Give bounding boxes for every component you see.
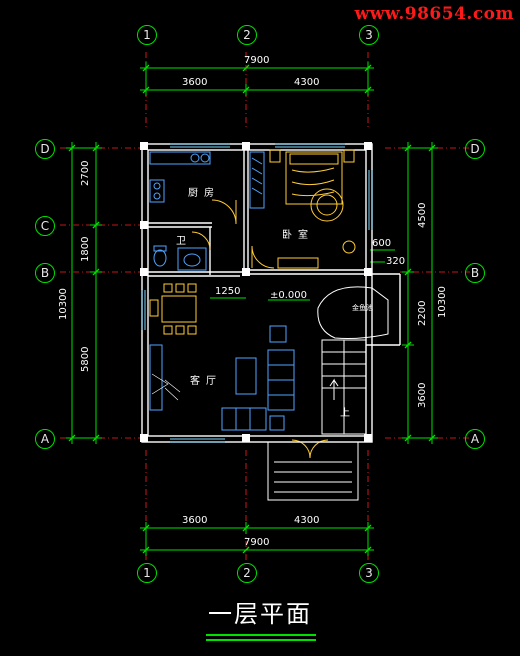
axis-bubble-top-1: 1	[137, 25, 157, 45]
dim-right-total: 10300	[437, 286, 448, 318]
windows	[141, 143, 373, 443]
columns	[140, 142, 372, 442]
dim-bottom-total: 7900	[244, 537, 270, 548]
dim-left-total: 10300	[58, 288, 69, 320]
room-kitchen: 厨房	[188, 188, 220, 199]
dim-stair-600: 600	[372, 238, 392, 249]
staircase	[321, 339, 367, 435]
axis-bubble-bottom-1: 1	[137, 563, 157, 583]
axis-bubble-right-d: D	[465, 139, 485, 159]
wardrobe	[249, 151, 265, 209]
axis-bubble-bottom-2: 2	[237, 563, 257, 583]
axis-bubble-left-a: A	[35, 429, 55, 449]
kitchen-fixtures	[149, 151, 211, 203]
living-furniture	[149, 325, 295, 431]
stair-up-label: 上	[340, 408, 356, 419]
dim-hall-1250: 1250	[215, 286, 241, 297]
dimension-lines	[66, 62, 438, 556]
axis-bubble-bottom-3: 3	[359, 563, 379, 583]
room-bathroom: 卫	[176, 236, 192, 247]
axis-bubble-left-d: D	[35, 139, 55, 159]
dimension-ticks	[68, 64, 436, 554]
tv-unit	[151, 373, 181, 401]
axis-bubble-left-b: B	[35, 263, 55, 283]
room-fish-pond: 金鱼池	[352, 304, 373, 312]
bedroom-furniture	[269, 149, 356, 269]
axis-bubble-top-2: 2	[237, 25, 257, 45]
dim-top-right: 4300	[294, 77, 320, 88]
bathroom-fixtures	[153, 245, 207, 271]
dim-top-left: 3600	[182, 77, 208, 88]
dim-stair-320: 320	[386, 256, 406, 267]
title-underline	[206, 634, 316, 641]
doors	[191, 199, 329, 459]
dim-right-3600: 3600	[417, 382, 428, 408]
entrance-steps	[267, 441, 359, 501]
walls	[141, 143, 401, 443]
dining-set	[149, 283, 197, 335]
dim-right-4500: 4500	[417, 202, 428, 228]
dim-left-2700: 2700	[80, 160, 91, 186]
fish-pond	[317, 286, 389, 339]
floor-level: ±0.000	[270, 290, 308, 301]
axis-bubble-left-c: C	[35, 216, 55, 236]
dim-left-5800: 5800	[80, 346, 91, 372]
dim-bottom-right: 4300	[294, 515, 320, 526]
drawing-title: 一层平面	[208, 600, 312, 628]
watermark: www.98654.com	[354, 4, 514, 24]
room-bedroom: 卧室	[282, 230, 314, 241]
dim-top-total: 7900	[244, 55, 270, 66]
room-living: 客厅	[190, 376, 222, 387]
axis-bubble-right-a: A	[465, 429, 485, 449]
dim-bottom-left: 3600	[182, 515, 208, 526]
dim-right-2200: 2200	[417, 300, 428, 326]
axis-bubble-top-3: 3	[359, 25, 379, 45]
dim-left-1800: 1800	[80, 236, 91, 262]
axis-bubble-right-b: B	[465, 263, 485, 283]
